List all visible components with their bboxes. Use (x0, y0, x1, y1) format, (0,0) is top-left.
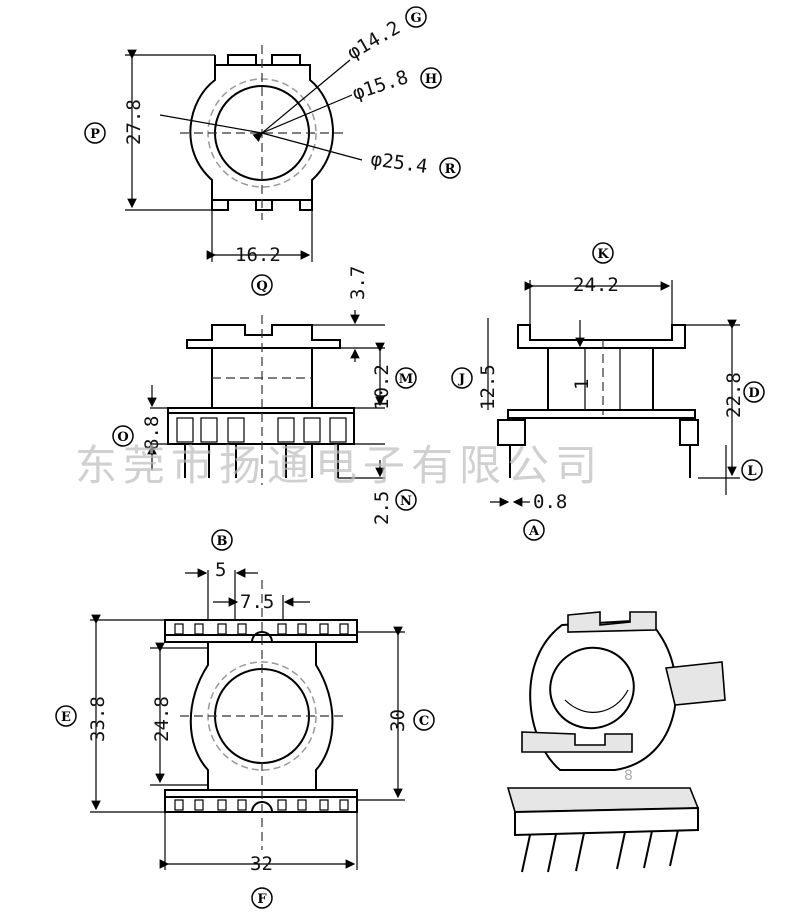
tag-f: F (251, 887, 273, 909)
svg-text:F: F (257, 892, 267, 907)
front-slots (176, 417, 347, 443)
svg-text:D: D (748, 386, 759, 401)
iso-mark: 8 (624, 768, 633, 784)
bottom-notch (251, 801, 273, 813)
svg-text:P: P (90, 127, 100, 142)
dim-mid: 30 (387, 709, 409, 732)
dim-side-height: 12.5 (477, 364, 499, 410)
tag-a: A (523, 519, 545, 541)
dim-top: 3.7 (347, 266, 369, 300)
svg-text:G: G (410, 11, 421, 26)
dim-pin: 2.5 (371, 491, 393, 525)
svg-text:J: J (458, 372, 465, 387)
tag-n: N (395, 489, 417, 511)
svg-text:N: N (400, 494, 412, 509)
tag-o: O (112, 425, 134, 447)
tag-r: R (439, 157, 461, 179)
svg-text:E: E (61, 710, 71, 725)
bottom-flange-sides (189, 642, 334, 790)
dim-bottom-width: 32 (250, 853, 273, 875)
front-base (167, 407, 355, 445)
bottom-view: 5 B 7.5 33.8 E 24.8 30 C 32 F (55, 529, 435, 909)
dim-pitch: 5 (215, 559, 226, 581)
leader-d1 (252, 59, 351, 143)
tag-g: G (405, 6, 427, 28)
watermark-text: 东莞市扬通电子有限公司 (75, 441, 603, 490)
dim-side-width: 24.2 (573, 274, 619, 296)
svg-text:Q: Q (256, 279, 267, 294)
bottom-slots (174, 623, 349, 811)
iso-bore (549, 646, 635, 730)
svg-text:K: K (597, 247, 609, 262)
svg-text:L: L (747, 464, 756, 479)
tag-j: J (451, 367, 473, 389)
iso-bore-inner (564, 689, 629, 713)
iso-middle-tabs (521, 731, 633, 753)
isometric-view: 8 (506, 611, 726, 873)
dim-gap: 7.5 (240, 591, 274, 613)
tag-k: K (592, 242, 614, 264)
tag-q: Q (251, 274, 273, 296)
svg-text:H: H (425, 72, 437, 87)
dim-inner: 24.8 (151, 696, 173, 742)
iso-pins (521, 829, 679, 873)
dim-height: 27.8 (123, 99, 145, 145)
leader-d2 (261, 94, 353, 134)
bottom-bot-rail (164, 789, 358, 813)
svg-text:M: M (399, 372, 413, 387)
dim-overall: 33.8 (87, 696, 109, 742)
top-flange-outline (189, 54, 334, 211)
svg-text:B: B (217, 534, 228, 549)
svg-text:R: R (445, 162, 456, 177)
tag-l: L (741, 459, 763, 481)
side-pin-block-r (679, 419, 699, 446)
front-top-flange (186, 324, 341, 349)
tag-e: E (55, 705, 77, 727)
svg-text:C: C (419, 714, 429, 729)
tag-m: M (395, 367, 417, 389)
front-pins (184, 444, 339, 478)
dim-d3: φ25.4 (369, 148, 429, 178)
leader-back (159, 114, 263, 134)
svg-text:O: O (117, 430, 128, 445)
bottom-top-rail (164, 619, 358, 643)
side-body (547, 347, 654, 411)
top-view: φ14.2 φ15.8 φ25.4 G H R 27.8 P 16.2 Q (84, 6, 461, 296)
iso-side-pins (665, 661, 726, 706)
front-view: 3.7 10.2 M 8.8 O 2.5 N (112, 266, 417, 525)
side-view: 24.2 K 12.5 J 1 22.8 D L 0.8 A (451, 242, 765, 541)
side-pin-block-l (497, 419, 526, 446)
top-notch (251, 631, 273, 643)
side-base (507, 409, 696, 419)
dim-total: 22.8 (723, 372, 745, 418)
leader-d3 (261, 132, 363, 161)
dim-body: 10.2 (371, 364, 393, 410)
iso-base-front (514, 806, 699, 837)
iso-flange-top-tabs (567, 611, 657, 633)
side-top-flange (517, 324, 686, 349)
tag-b: B (211, 529, 233, 551)
tag-d: D (743, 381, 765, 403)
tag-c: C (413, 709, 435, 731)
dim-d2: φ15.8 (350, 66, 411, 105)
tag-p: P (84, 122, 106, 144)
dim-width: 16.2 (235, 244, 281, 266)
dim-d1: φ14.2 (344, 17, 405, 65)
dim-wall: 1 (571, 379, 593, 390)
svg-text:A: A (528, 524, 540, 539)
dim-pin-off: 0.8 (533, 491, 567, 513)
tag-h: H (420, 67, 442, 89)
dim-base: 8.8 (141, 416, 163, 450)
